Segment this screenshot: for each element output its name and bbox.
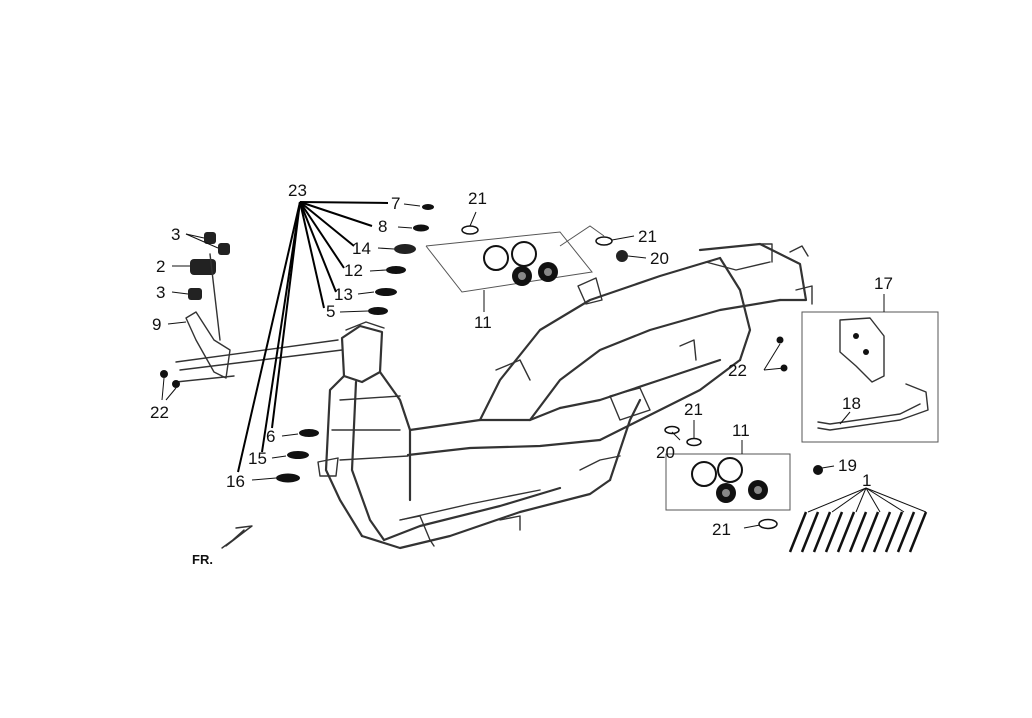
front-direction-label: FR. xyxy=(192,552,213,567)
callout-22-right: 22 xyxy=(728,361,747,380)
callout-6: 6 xyxy=(266,427,275,446)
callout-20-top: 20 xyxy=(650,249,669,268)
main-frame xyxy=(317,242,813,550)
bushing-kit-top xyxy=(425,225,593,293)
steering-bearing-stack-top xyxy=(368,204,434,315)
callout-2: 2 xyxy=(156,257,165,276)
callout-12: 12 xyxy=(344,261,363,280)
callout-14: 14 xyxy=(352,239,371,258)
callout-21-bottom-lower: 21 xyxy=(712,520,731,539)
callout-16: 16 xyxy=(226,472,245,491)
callout-9: 9 xyxy=(152,315,161,334)
callout-11-top: 11 xyxy=(474,313,492,332)
callout-19: 19 xyxy=(838,456,857,475)
front-direction-arrow: FR. xyxy=(192,525,253,567)
callout-5: 5 xyxy=(326,302,335,321)
callout-3-upper: 3 xyxy=(171,225,180,244)
callout-22-left: 22 xyxy=(150,403,169,422)
callout-11-bottom: 11 xyxy=(732,421,750,440)
callout-8: 8 xyxy=(378,217,387,236)
steering-bearing-stack-bottom xyxy=(276,429,319,483)
bushing-kit-bottom xyxy=(664,425,791,530)
callout-13: 13 xyxy=(334,285,353,304)
callout-1: 1 xyxy=(862,471,871,490)
leader-lines xyxy=(161,201,927,529)
callout-21-bottom-upper: 21 xyxy=(684,400,703,419)
bolts-bundle xyxy=(788,511,928,553)
callout-labels: 23 7 8 14 12 13 5 6 15 16 3 2 3 9 22 21 … xyxy=(150,181,893,539)
callout-15: 15 xyxy=(248,449,267,468)
callout-18: 18 xyxy=(842,394,861,413)
callout-23: 23 xyxy=(288,181,307,200)
callout-3-lower: 3 xyxy=(156,283,165,302)
callout-7: 7 xyxy=(391,194,400,213)
callout-17: 17 xyxy=(874,274,893,293)
callout-21-top-left: 21 xyxy=(468,189,487,208)
rear-bracket-box xyxy=(776,311,939,475)
left-bracket-assembly xyxy=(160,232,343,388)
callout-20-bottom: 20 xyxy=(656,443,675,462)
callout-21-top-right: 21 xyxy=(638,227,657,246)
washer-and-nut-top xyxy=(559,225,628,262)
